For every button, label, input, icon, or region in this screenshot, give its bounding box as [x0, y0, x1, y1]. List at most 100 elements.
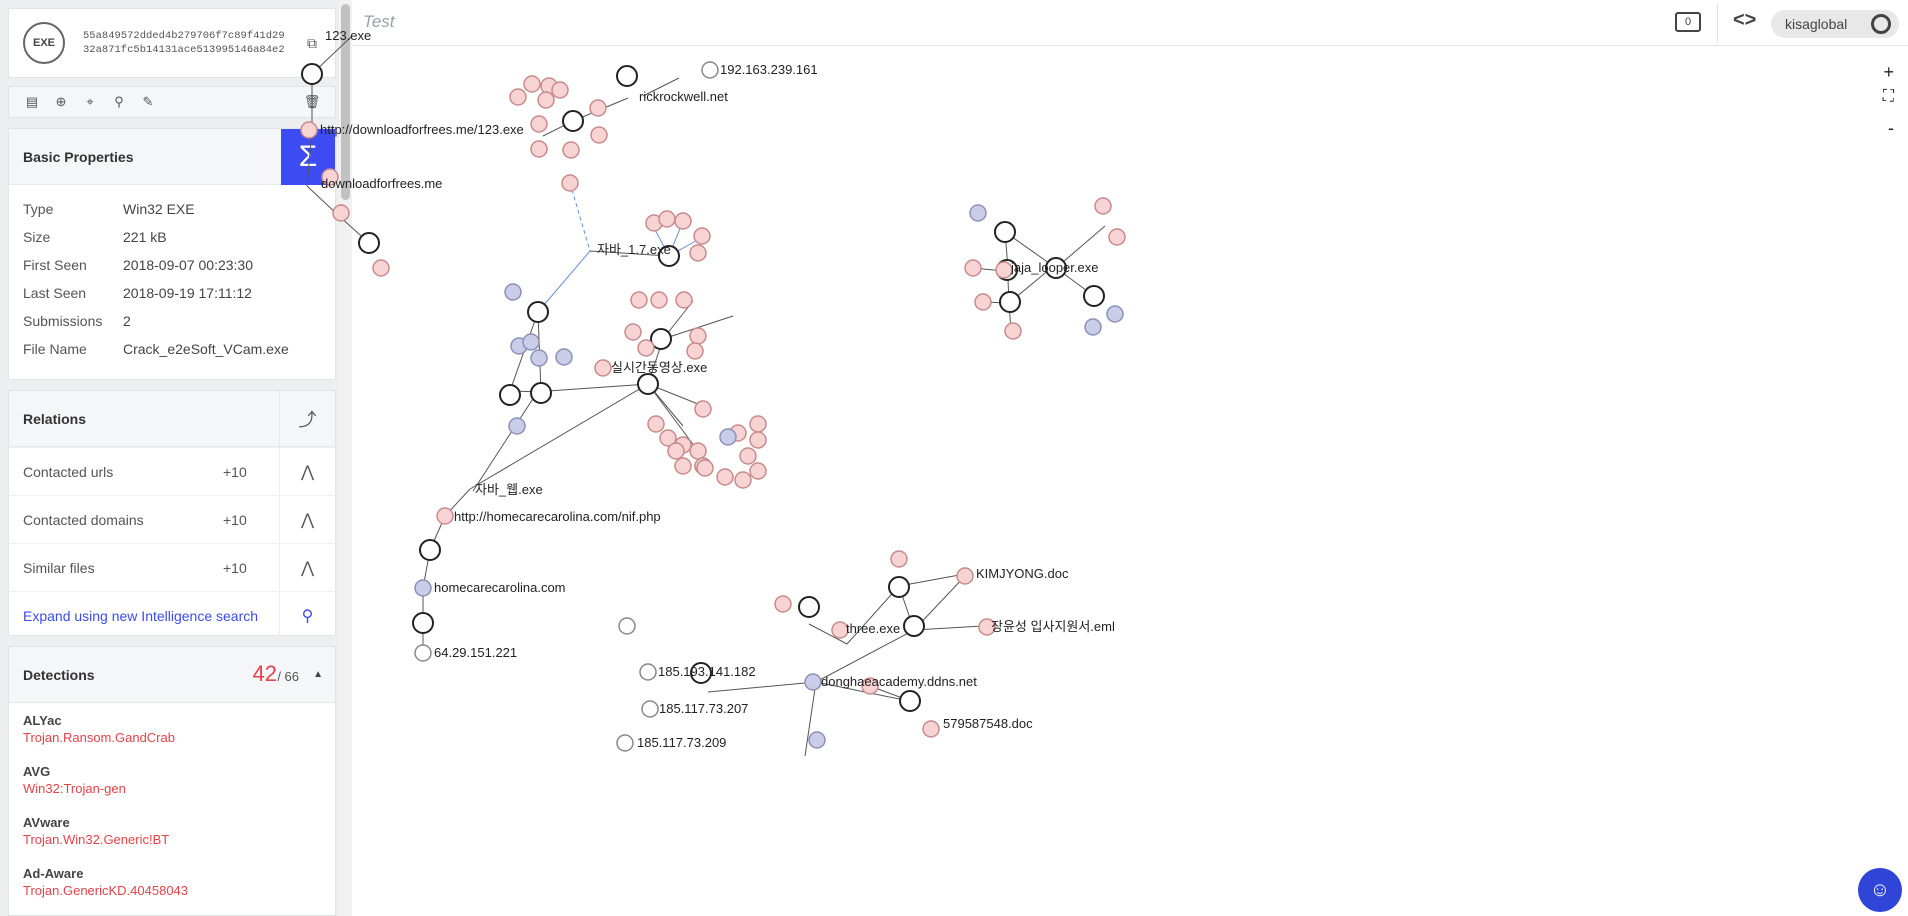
graph-hub-node[interactable]	[999, 291, 1021, 313]
graph-file-node[interactable]	[686, 342, 704, 360]
graph-url-node[interactable]	[508, 417, 526, 435]
graph-hub-node[interactable]	[1045, 257, 1067, 279]
graph-file-node[interactable]	[594, 359, 612, 377]
expand-relation-icon[interactable]: ⋀	[279, 448, 335, 496]
graph-url-node[interactable]	[530, 349, 548, 367]
graph-file-node[interactable]	[618, 617, 636, 635]
graph-file-node[interactable]	[562, 141, 580, 159]
graph-url-node[interactable]	[1084, 318, 1102, 336]
graph-file-node[interactable]	[831, 621, 849, 639]
graph-hub-node[interactable]	[903, 615, 925, 637]
focus-icon[interactable]: ⌖	[86, 94, 94, 109]
graph-url-node[interactable]	[969, 204, 987, 222]
graph-file-node[interactable]	[696, 459, 714, 477]
expand-relation-icon[interactable]: ⋀	[279, 496, 335, 544]
graph-title[interactable]: Test	[363, 12, 395, 31]
graph-file-node[interactable]	[1108, 228, 1126, 246]
graph-hub-node[interactable]	[358, 232, 380, 254]
collapse-caret-icon[interactable]: ▲	[313, 669, 323, 680]
assistant-bot-icon[interactable]: ☺	[1858, 868, 1902, 912]
graph-hub-node[interactable]	[798, 596, 820, 618]
graph-file-node[interactable]	[1094, 197, 1112, 215]
graph-file-node[interactable]	[650, 291, 668, 309]
graph-file-node[interactable]	[739, 447, 757, 465]
copy-icon[interactable]: ⧉	[307, 35, 317, 51]
zoom-out-button[interactable]: -	[1888, 118, 1894, 138]
graph-file-node[interactable]	[861, 677, 879, 695]
graph-file-node[interactable]	[890, 550, 908, 568]
fit-screen-icon[interactable]: ⛶	[1882, 88, 1894, 105]
graph-hub-node[interactable]	[1083, 285, 1105, 307]
graph-url-node[interactable]	[1106, 305, 1124, 323]
graph-file-node[interactable]	[659, 429, 677, 447]
graph-file-node[interactable]	[590, 126, 608, 144]
graph-file-node[interactable]	[922, 720, 940, 738]
relation-row[interactable]: Similar files +10 ⋀	[9, 543, 335, 592]
graph-file-node[interactable]	[749, 415, 767, 433]
code-view-button[interactable]: <>	[1733, 9, 1757, 31]
user-menu[interactable]: kisaglobal	[1771, 10, 1899, 38]
graph-hub-node[interactable]	[994, 221, 1016, 243]
graph-file-node[interactable]	[1004, 322, 1022, 340]
pin-icon[interactable]: ⚲	[114, 94, 124, 109]
graph-hub-node[interactable]	[562, 110, 584, 132]
expand-intelligence-link[interactable]: Expand using new Intelligence search	[23, 607, 259, 624]
graph-hub-node[interactable]	[650, 328, 672, 350]
graph-file-node[interactable]	[414, 644, 432, 662]
tag-icon[interactable]: ✎	[142, 94, 154, 109]
graph-hub-node[interactable]	[530, 382, 552, 404]
graph-file-node[interactable]	[667, 442, 685, 460]
graph-file-node[interactable]	[716, 468, 734, 486]
graph-file-node[interactable]	[637, 339, 655, 357]
graph-hub-node[interactable]	[637, 373, 659, 395]
graph-file-node[interactable]	[589, 99, 607, 117]
graph-hub-node[interactable]	[899, 690, 921, 712]
graph-file-node[interactable]	[689, 442, 707, 460]
graph-hub-node[interactable]	[499, 384, 521, 406]
graph-file-node[interactable]	[956, 567, 974, 585]
graph-file-node[interactable]	[530, 115, 548, 133]
graph-file-node[interactable]	[332, 204, 350, 222]
graph-file-node[interactable]	[749, 431, 767, 449]
graph-file-node[interactable]	[689, 327, 707, 345]
graph-file-node[interactable]	[995, 261, 1013, 279]
graph-file-node[interactable]	[964, 259, 982, 277]
graph-file-node[interactable]	[616, 734, 634, 752]
graph-file-node[interactable]	[774, 595, 792, 613]
graph-file-node[interactable]	[537, 91, 555, 109]
graph-file-node[interactable]	[974, 293, 992, 311]
add-node-icon[interactable]: ⊕	[55, 94, 67, 109]
summary-icon[interactable]: ▤	[25, 94, 39, 109]
graph-url-node[interactable]	[504, 283, 522, 301]
graph-file-node[interactable]	[509, 88, 527, 106]
graph-file-node[interactable]	[561, 174, 579, 192]
graph-hub-node[interactable]	[301, 63, 323, 85]
relation-row[interactable]: Contacted domains +10 ⋀	[9, 495, 335, 544]
relation-row[interactable]: Contacted urls +10 ⋀	[9, 447, 335, 496]
graph-file-node[interactable]	[658, 210, 676, 228]
graph-file-node[interactable]	[693, 227, 711, 245]
graph-file-node[interactable]	[551, 81, 569, 99]
graph-url-node[interactable]	[555, 348, 573, 366]
graph-hub-node[interactable]	[690, 662, 712, 684]
graph-file-node[interactable]	[689, 244, 707, 262]
graph-hub-node[interactable]	[616, 65, 638, 87]
graph-file-node[interactable]	[300, 121, 318, 139]
graph-file-node[interactable]	[978, 618, 996, 636]
intelligence-search-icon[interactable]: ⚲	[279, 592, 335, 640]
graph-url-node[interactable]	[808, 731, 826, 749]
graph-file-node[interactable]	[701, 61, 719, 79]
graph-file-node[interactable]	[523, 75, 541, 93]
sidebar-scroll-thumb[interactable]	[341, 4, 350, 200]
sidebar-scrollbar[interactable]	[339, 0, 352, 916]
relationship-graph[interactable]: 123.exe192.163.239.161rickrockwell.netht…	[300, 28, 1908, 916]
graph-file-node[interactable]	[647, 415, 665, 433]
graph-url-node[interactable]	[719, 428, 737, 446]
graph-hub-node[interactable]	[888, 576, 910, 598]
graph-hub-node[interactable]	[527, 301, 549, 323]
graph-file-node[interactable]	[749, 462, 767, 480]
relations-graph-icon[interactable]: ⤴	[279, 391, 335, 447]
expand-relation-icon[interactable]: ⋀	[279, 544, 335, 592]
zoom-in-button[interactable]: +	[1883, 62, 1894, 82]
